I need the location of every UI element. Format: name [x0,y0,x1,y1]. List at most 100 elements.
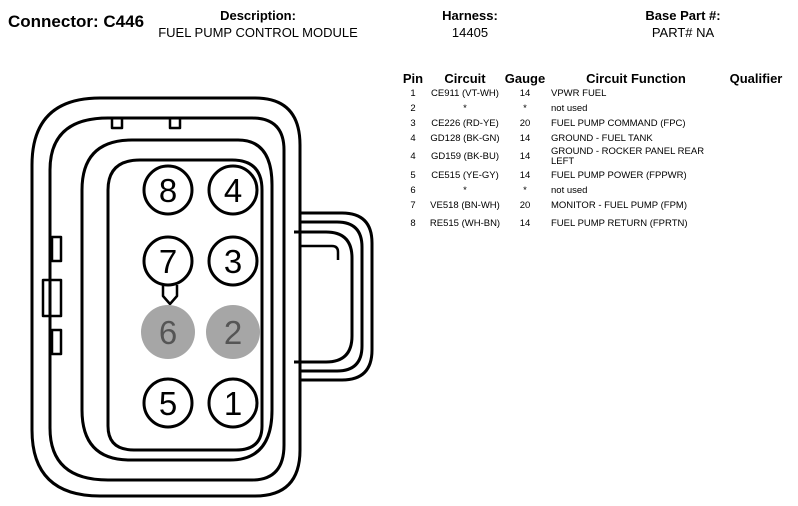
connector-inner-shell [48,116,286,482]
connector-pin-label: 8 [159,172,177,209]
base-part-label: Base Part #: [645,8,721,23]
connector-pin-1: 1 [207,377,259,429]
cell-gauge: 14 [519,132,531,144]
table-row: 4 GD159 (BK-BU) 14 GROUND - ROCKER PANEL… [397,146,789,168]
cell-gauge: 14 [519,169,531,181]
connector-latch-middle [300,220,364,373]
cell-function: FUEL PUMP COMMAND (FPC) [551,117,686,129]
column-header-gauge: Gauge [504,71,546,86]
connector-left-slot-middle [41,278,63,318]
cell-pin: 4 [410,132,416,144]
description-label: Description: [220,8,296,23]
connector-pin-3: 3 [207,235,259,287]
connector-top-key-middle [168,118,182,130]
cell-pin: 4 [410,151,416,162]
cell-pin: 8 [410,218,416,229]
cell-circuit: GD128 (BK-GN) [430,132,500,144]
cell-circuit: CE911 (VT-WH) [431,87,499,99]
cell-gauge: 20 [519,117,531,129]
connector-pin-circle [141,305,195,359]
cell-qualifier [723,101,789,116]
cell-pin: 5 [410,169,416,181]
connector-title: Connector: C446 [8,12,145,31]
cell-function: not used [551,102,588,114]
connector-pin-circle [142,377,194,429]
harness-label: Harness: [442,8,498,23]
connector-pin-label: 5 [159,385,177,422]
column-header-circuit-function: Circuit Function [586,71,686,86]
cell-function: VPWR FUEL [551,87,607,99]
cell-circuit: VE518 (BN-WH) [430,199,500,211]
harness-value: 14405 [451,25,489,40]
cell-pin: 7 [410,199,416,211]
connector-u-channel [80,138,274,462]
connector-pin-label: 6 [159,314,177,351]
cell-function: MONITOR - FUEL PUMP (FPM) [551,199,687,211]
cell-gauge: 14 [519,151,531,162]
connector-latch-outer [300,211,374,382]
column-header-circuit: Circuit [444,71,486,86]
cell-qualifier [723,86,789,101]
description-value: FUEL PUMP CONTROL MODULE [158,25,358,40]
cell-circuit: CE226 (RD-YE) [431,117,499,129]
base-part-value: PART# NA [651,25,715,40]
column-header-qualifier: Qualifier [729,71,783,86]
cell-qualifier [723,168,789,183]
cell-function: FUEL PUMP POWER (FPPWR) [551,169,687,181]
connector-left-slot-top [50,235,63,263]
connector-pin-label: 2 [224,314,242,351]
cell-qualifier [723,183,789,198]
cell-circuit: CE515 (YE-GY) [431,169,499,181]
connector-left-slot-bottom [50,328,63,356]
cell-function: not used [551,184,588,196]
column-header-pin: Pin [402,71,424,86]
table-row: 1 CE911 (VT-WH) 14 VPWR FUEL [397,86,789,101]
connector-pin-2: 2 [206,305,260,359]
connector-pin-label: 4 [224,172,242,209]
connector-top-key-left [110,118,124,130]
cell-pin: 3 [410,117,416,129]
connector-pin-circle [206,305,260,359]
cell-function: GROUND - FUEL TANK [551,132,653,144]
connector-face-diagram: 8 4 7 3 6 2 5 1 [30,96,374,498]
connector-latch-inner [294,230,354,364]
cell-gauge: 14 [519,218,531,229]
cell-gauge: * [523,184,527,196]
table-header-row: Pin Circuit Gauge Circuit Function Quali… [397,70,789,86]
table-row: 7 VE518 (BN-WH) 20 MONITOR - FUEL PUMP (… [397,198,789,213]
connector-pin-circle [142,164,194,216]
cell-qualifier [723,146,789,168]
table-row: 2 * * not used [397,101,789,116]
table-row: 3 CE226 (RD-YE) 20 FUEL PUMP COMMAND (FP… [397,116,789,131]
connector-pin-cavity [106,158,264,452]
table-row: 5 CE515 (YE-GY) 14 FUEL PUMP POWER (FPPW… [397,168,789,183]
cell-pin: 1 [410,87,416,99]
connector-pin-4: 4 [207,164,259,216]
connector-pin-circle [207,377,259,429]
cell-gauge: * [523,102,527,114]
pin-table: Pin Circuit Gauge Circuit Function Quali… [397,70,789,235]
table-row: 8 RE515 (WH-BN) 14 FUEL PUMP RETURN (FPR… [397,213,789,235]
connector-pin-8: 8 [142,164,194,216]
connector-pin-label: 1 [224,385,242,422]
table-row: 4 GD128 (BK-GN) 14 GROUND - FUEL TANK [397,131,789,146]
connector-pin-6: 6 [141,305,195,359]
connector-pin-circle [142,235,194,287]
connector-pin-circle [207,235,259,287]
connector-pin-label: 3 [224,243,242,280]
cell-qualifier [723,131,789,146]
cell-function: FUEL PUMP RETURN (FPRTN) [551,218,688,229]
cell-circuit: * [463,184,467,196]
connector-polarization-key [161,285,179,306]
connector-pin-label: 7 [159,243,177,280]
table-row: 6 * * not used [397,183,789,198]
cell-circuit: RE515 (WH-BN) [429,218,501,229]
cell-gauge: 20 [519,199,531,211]
cell-qualifier [723,116,789,131]
cell-qualifier [723,213,789,235]
connector-latch-tab [298,232,340,260]
connector-outer-shell [30,96,302,498]
cell-pin: 6 [410,184,416,196]
cell-circuit: * [463,102,467,114]
cell-pin: 2 [410,102,416,114]
